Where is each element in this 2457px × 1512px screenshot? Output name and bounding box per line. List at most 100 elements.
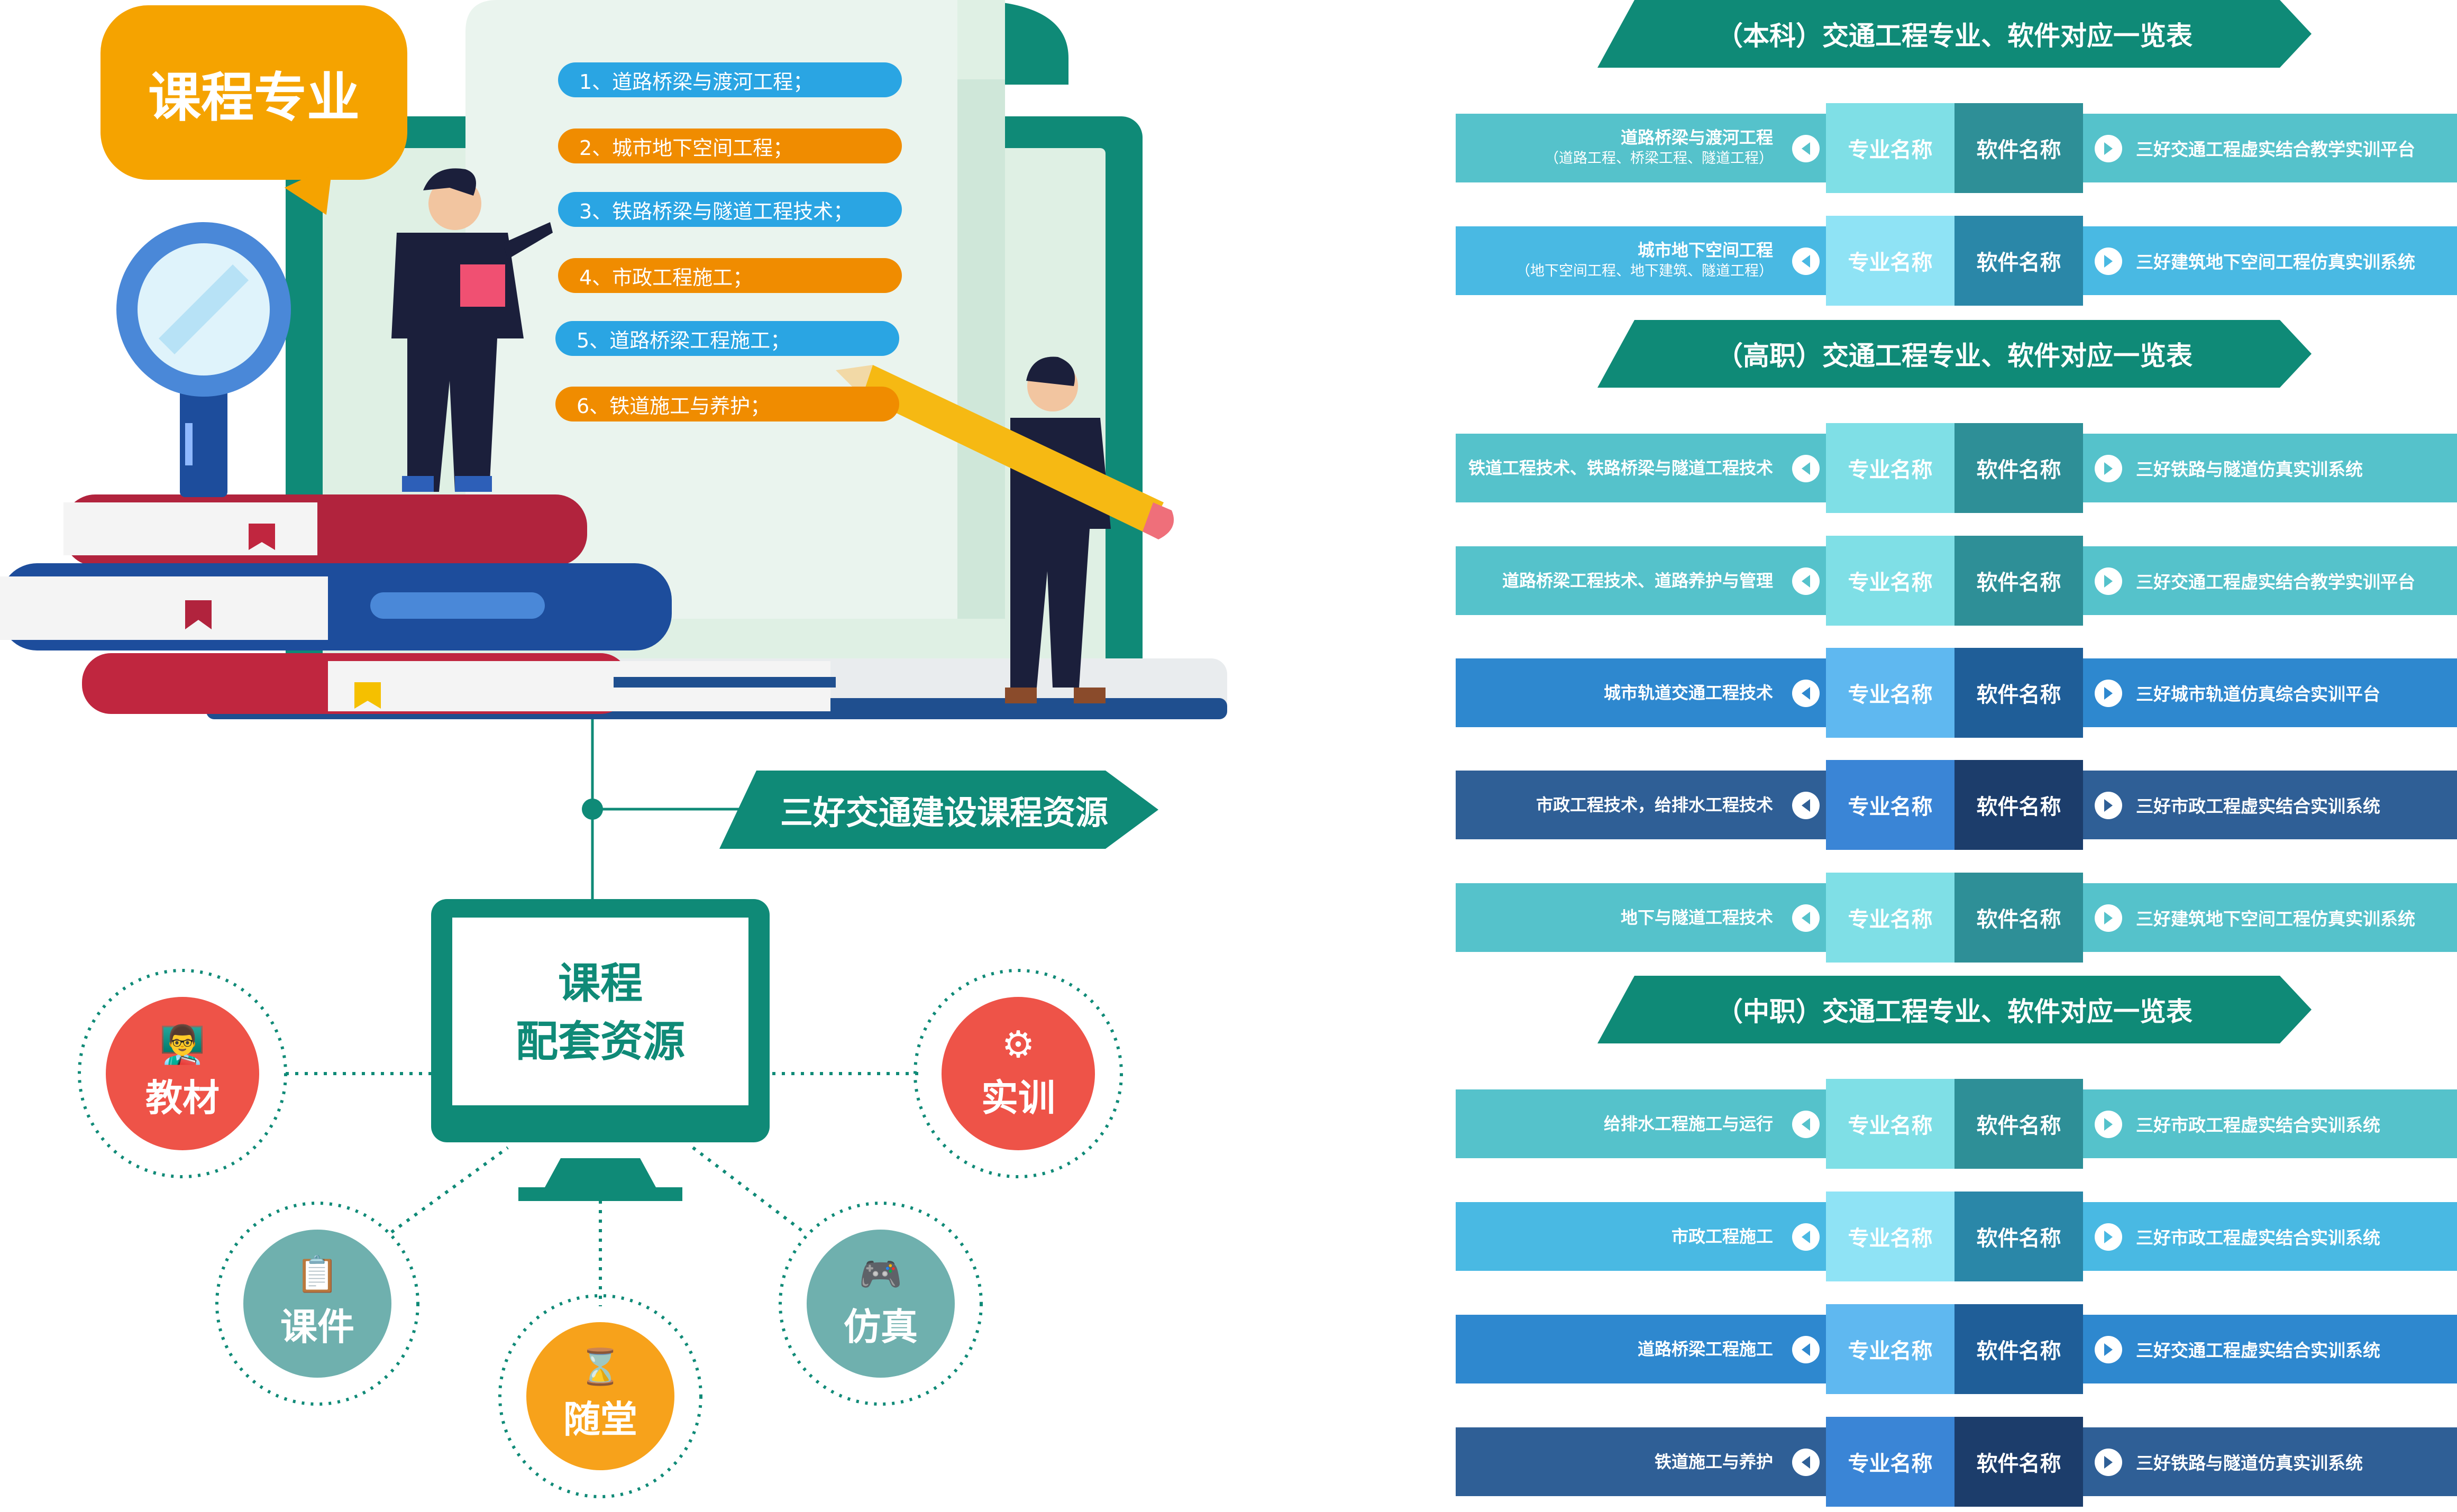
software-cell: 三好建筑地下空间工程仿真实训系统 <box>2083 226 2457 295</box>
col-software-label: 软件名称 <box>1954 1304 2083 1394</box>
software-name: 三好铁路与隧道仿真实训系统 <box>2136 459 2363 480</box>
software-cell: 三好铁路与隧道仿真实训系统 <box>2083 434 2457 502</box>
node-textbook: 👨‍🏫 教材 <box>106 997 259 1150</box>
section-header-2: （高职）交通工程专业、软件对应一览表 <box>1597 320 2312 388</box>
software-cell: 三好交通工程虚实结合实训系统 <box>2083 1315 2457 1383</box>
col-software-label: 软件名称 <box>1954 1192 2083 1281</box>
node-classroom: ⌛ 随堂 <box>526 1322 674 1470</box>
table-row: 市政工程技术，给排水工程技术专业名称软件名称三好市政工程虚实结合实训系统 <box>1456 760 2457 855</box>
software-name: 三好交通工程虚实结合教学实训平台 <box>2136 139 2415 160</box>
arrow-left-icon <box>1792 1449 1820 1476</box>
table-row: 市政工程施工专业名称软件名称三好市政工程虚实结合实训系统 <box>1456 1192 2457 1287</box>
software-name: 三好交通工程虚实结合实训系统 <box>2136 1340 2380 1361</box>
arrow-left-icon <box>1792 904 1820 932</box>
software-cell: 三好交通工程虚实结合教学实训平台 <box>2083 546 2457 615</box>
col-software-label: 软件名称 <box>1954 216 2083 306</box>
arrow-left-icon <box>1792 567 1820 595</box>
col-major-label: 专业名称 <box>1826 103 1954 193</box>
software-name: 三好市政工程虚实结合实训系统 <box>2136 1115 2380 1135</box>
table-row: 铁道施工与养护专业名称软件名称三好铁路与隧道仿真实训系统 <box>1456 1417 2457 1512</box>
software-name: 三好城市轨道仿真综合实训平台 <box>2136 684 2380 704</box>
table-row: 铁道工程技术、铁路桥梁与隧道工程技术专业名称软件名称三好铁路与隧道仿真实训系统 <box>1456 423 2457 518</box>
major-cell: 给排水工程施工与运行 <box>1456 1089 1826 1158</box>
arrow-left-icon <box>1792 792 1820 819</box>
col-software-label: 软件名称 <box>1954 536 2083 626</box>
col-major-label: 专业名称 <box>1826 1304 1954 1394</box>
col-major-label: 专业名称 <box>1826 423 1954 513</box>
presentation-icon: 👨‍🏫 <box>159 1022 206 1066</box>
arrow-left-icon <box>1792 680 1820 707</box>
arrow-left-icon <box>1792 1336 1820 1363</box>
col-software-label: 软件名称 <box>1954 1079 2083 1169</box>
major-pill-5: 5、道路桥梁工程施工； <box>555 321 899 356</box>
section-header-1: （本科）交通工程专业、软件对应一览表 <box>1597 0 2312 68</box>
pencil-figure <box>836 356 1174 703</box>
resource-banner: 三好交通建设课程资源 <box>719 771 1158 849</box>
major-name: 地下与隧道工程技术 <box>1620 908 1773 928</box>
major-pill-1: 1、道路桥梁与渡河工程； <box>558 62 902 97</box>
col-major-label: 专业名称 <box>1826 216 1954 306</box>
major-cell: 道路桥梁工程施工 <box>1456 1315 1826 1383</box>
col-software-label: 软件名称 <box>1954 1417 2083 1507</box>
col-software-label: 软件名称 <box>1954 760 2083 850</box>
major-name: 城市地下空间工程 <box>1637 240 1773 260</box>
software-name: 三好市政工程虚实结合实训系统 <box>2136 1227 2380 1248</box>
major-name: 市政工程技术，给排水工程技术 <box>1536 795 1773 815</box>
major-name: 市政工程施工 <box>1671 1226 1773 1247</box>
hourglass-icon: ⌛ <box>578 1346 623 1387</box>
major-name: 道路桥梁工程技术、道路养护与管理 <box>1502 571 1773 591</box>
table-row: 道路桥梁工程施工 专业名称软件名称 三好交通工程虚实结合实训系统 <box>1456 1304 2457 1399</box>
col-software-label: 软件名称 <box>1954 423 2083 513</box>
arrow-right-icon <box>2095 1449 2122 1476</box>
gears-icon: ⚙ <box>1001 1022 1035 1066</box>
software-cell: 三好市政工程虚实结合实训系统 <box>2083 1202 2457 1271</box>
table-row: 城市地下空间工程 （地下空间工程、地下建筑、隧道工程） 专业名称软件名称三好建筑地下… <box>1456 216 2457 311</box>
table-row: 城市轨道交通工程技术专业名称软件名称三好城市轨道仿真综合实训平台 <box>1456 648 2457 743</box>
books-illustration <box>0 494 836 714</box>
software-cell: 三好市政工程虚实结合实训系统 <box>2083 1089 2457 1158</box>
arrow-right-icon <box>2095 567 2122 595</box>
title-badge-text: 课程专业 <box>148 66 360 129</box>
major-cell: 铁道施工与养护 <box>1456 1427 1826 1496</box>
major-cell: 道路桥梁与渡河工程 （道路工程、桥梁工程、隧道工程） <box>1456 114 1826 182</box>
table-row: 给排水工程施工与运行专业名称软件名称三好市政工程虚实结合实训系统 <box>1456 1079 2457 1174</box>
col-major-label: 专业名称 <box>1826 536 1954 626</box>
software-name: 三好交通工程虚实结合教学实训平台 <box>2136 572 2415 592</box>
major-sub: （道路工程、桥梁工程、隧道工程） <box>1545 150 1773 167</box>
col-software-label: 软件名称 <box>1954 648 2083 738</box>
presenter-figure <box>391 168 553 492</box>
col-major-label: 专业名称 <box>1826 873 1954 963</box>
arrow-right-icon <box>2095 904 2122 932</box>
arrow-right-icon <box>2095 1111 2122 1138</box>
arrow-right-icon <box>2095 248 2122 275</box>
major-pill-6: 6、铁道施工与养护； <box>555 387 899 421</box>
software-name: 三好建筑地下空间工程仿真实训系统 <box>2136 909 2415 929</box>
arrow-left-icon <box>1792 1111 1820 1138</box>
monitor-title-line2: 配套资源 <box>516 1017 685 1066</box>
arrow-right-icon <box>2095 792 2122 819</box>
major-cell: 道路桥梁工程技术、道路养护与管理 <box>1456 546 1826 615</box>
major-name: 道路桥梁与渡河工程 <box>1620 127 1773 148</box>
arrow-right-icon <box>2095 1223 2122 1251</box>
major-name: 城市轨道交通工程技术 <box>1603 683 1773 703</box>
joystick-icon: 🎮 <box>858 1253 903 1295</box>
major-name: 道路桥梁工程施工 <box>1637 1339 1773 1359</box>
major-pill-4: 4、市政工程施工； <box>558 258 902 293</box>
table-row: 地下与隧道工程技术 专业名称软件名称 三好建筑地下空间工程仿真实训系统 <box>1456 873 2457 968</box>
col-software-label: 软件名称 <box>1954 103 2083 193</box>
table-row: 道路桥梁工程技术、道路养护与管理 专业名称软件名称 三好交通工程虚实结合教学实训平台 <box>1456 536 2457 631</box>
arrow-left-icon <box>1792 135 1820 162</box>
major-cell: 城市地下空间工程 （地下空间工程、地下建筑、隧道工程） <box>1456 226 1826 295</box>
software-cell: 三好城市轨道仿真综合实训平台 <box>2083 658 2457 727</box>
node-simulation: 🎮 仿真 <box>807 1230 955 1378</box>
col-major-label: 专业名称 <box>1826 1417 1954 1507</box>
title-badge <box>101 5 407 180</box>
major-sub: （地下空间工程、地下建筑、隧道工程） <box>1516 263 1773 279</box>
node-practice: ⚙ 实训 <box>942 997 1095 1150</box>
major-pill-3: 3、铁路桥梁与隧道工程技术； <box>558 192 902 227</box>
arrow-left-icon <box>1792 248 1820 275</box>
arrow-left-icon <box>1792 1223 1820 1251</box>
arrow-right-icon <box>2095 135 2122 162</box>
col-software-label: 软件名称 <box>1954 873 2083 963</box>
